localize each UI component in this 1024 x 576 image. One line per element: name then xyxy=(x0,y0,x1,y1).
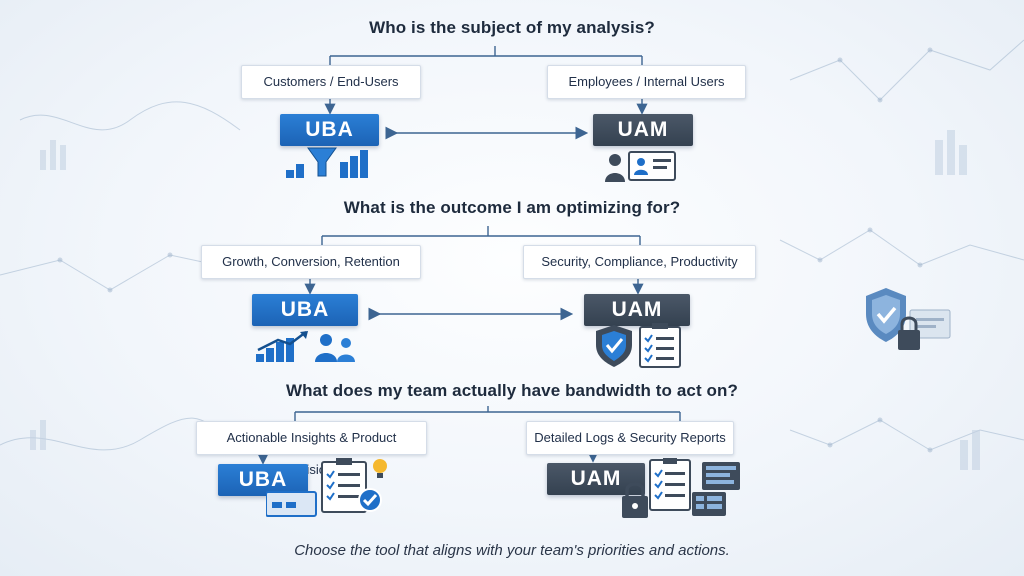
question-outcome: What is the outcome I am optimizing for? xyxy=(343,198,681,217)
outcome-insights: Actionable Insights & Product Decisions xyxy=(196,421,427,477)
uam-badge: UAM xyxy=(593,114,693,146)
outcome-security: Security, Compliance, Productivity xyxy=(523,245,756,279)
shield-checklist-icon xyxy=(596,323,681,368)
outcome-employees: Employees / Internal Users xyxy=(547,65,746,99)
uba-badge: UBA xyxy=(280,114,379,146)
uam-badge: UAM xyxy=(584,294,690,326)
uam-badge: UAM xyxy=(547,463,645,495)
logs-lock-icon xyxy=(622,458,740,518)
uba-badge: UBA xyxy=(218,464,308,496)
outcome-logs: Detailed Logs & Security Reports xyxy=(526,421,734,455)
insights-checklist-icon xyxy=(266,458,387,517)
question-subject: Who is the subject of my analysis? xyxy=(369,18,655,37)
uba-badge: UBA xyxy=(252,294,358,326)
outcome-growth: Growth, Conversion, Retention xyxy=(201,245,421,279)
question-bandwidth: What does my team actually have bandwidt… xyxy=(286,381,738,400)
funnel-bar-chart-icon xyxy=(286,147,368,178)
employee-id-card-icon xyxy=(605,151,676,182)
shield-lock-icon xyxy=(866,288,951,350)
outcome-customers: Customers / End-Users xyxy=(241,65,421,99)
footer-note: Choose the tool that aligns with your te… xyxy=(294,542,730,559)
growth-users-icon xyxy=(256,331,355,362)
